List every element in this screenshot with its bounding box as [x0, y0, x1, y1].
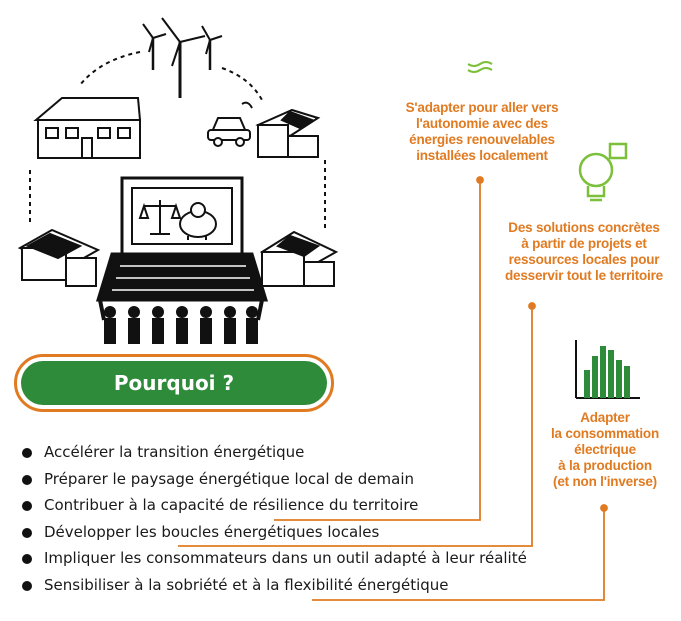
callout-line: énergies renouvelables	[409, 132, 555, 147]
bar-chart-icon	[575, 340, 640, 399]
callout-line: électrique	[574, 442, 636, 457]
house-icon	[33, 97, 142, 159]
electric-car-icon	[207, 101, 253, 147]
callout-solutions: Des solutions concrètes à partir de proj…	[492, 220, 676, 284]
callout-line: à la production	[558, 458, 652, 473]
pourquoi-banner: Pourquoi ?	[14, 354, 334, 412]
callout-line: S'adapter pour aller vers	[405, 100, 559, 115]
callout-line: ressources locales pour	[508, 252, 660, 267]
lightbulb-puzzle-icon	[578, 142, 628, 202]
list-item: Sensibiliser à la sobriété et à la flexi…	[22, 575, 527, 602]
wind-turbines-icon	[142, 17, 223, 98]
list-item: Contribuer à la capacité de résilience d…	[22, 495, 527, 522]
sun-waves-icon	[467, 61, 493, 73]
house-icon	[17, 228, 101, 287]
list-item: Accélérer la transition énergétique	[22, 442, 527, 469]
people-icon	[98, 299, 264, 344]
house-icon	[255, 108, 321, 158]
callout-line: Des solutions concrètes	[508, 220, 660, 235]
callout-line: à partir de projets et	[521, 236, 647, 251]
callout-consommation: Adapter la consommation électrique à la …	[540, 410, 670, 490]
callout-line: desservir tout le territoire	[505, 268, 663, 283]
piggy-bank-icon	[179, 202, 217, 240]
list-item: Préparer le paysage énergétique local de…	[22, 469, 527, 496]
house-icon	[259, 230, 339, 287]
list-item: Impliquer les consommateurs dans un outi…	[22, 548, 527, 575]
callout-line: installées localement	[416, 148, 548, 163]
scales-icon	[138, 200, 182, 235]
list-item: Développer les boucles énergétiques loca…	[22, 522, 527, 549]
benefits-list: Accélérer la transition énergétique Prép…	[22, 442, 527, 602]
callout-autonomie: S'adapter pour aller vers l'autonomie av…	[392, 100, 572, 164]
pourquoi-label: Pourquoi ?	[21, 361, 327, 405]
callout-line: Adapter	[580, 410, 630, 425]
callout-line: l'autonomie avec des	[415, 116, 548, 131]
laptop-icon	[95, 176, 269, 302]
callout-line: la consommation	[550, 426, 660, 441]
callout-line: (et non l'inverse)	[553, 474, 657, 489]
